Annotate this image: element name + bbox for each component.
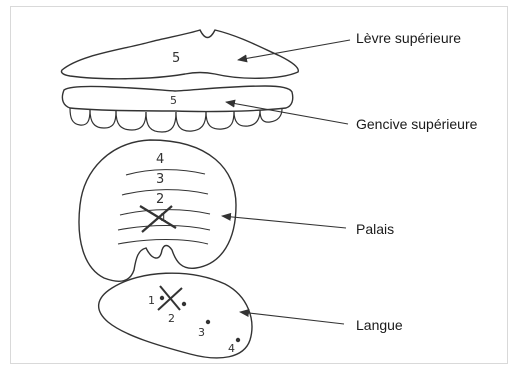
palate-number-2: 2 <box>156 192 164 207</box>
palate-number-3: 3 <box>156 172 164 187</box>
upper-gum-label: Gencive supérieure <box>356 116 477 132</box>
palate-number-1: 1 <box>160 211 167 224</box>
tongue-label: Langue <box>356 317 403 333</box>
tongue-arrow <box>240 312 344 324</box>
palate-arrow <box>222 216 346 228</box>
tongue-number-4: 4 <box>228 342 235 355</box>
gum-number: 5 <box>170 94 177 107</box>
lip-number: 5 <box>172 51 180 66</box>
tongue-number-3: 3 <box>198 326 205 339</box>
tongue-number-1: 1 <box>148 294 155 307</box>
upper-lip-label: Lèvre supérieure <box>356 30 461 46</box>
palate-number-4: 4 <box>156 152 164 167</box>
upper-gum-shape <box>62 86 292 132</box>
upper-gum-arrow <box>226 102 348 124</box>
tongue-number-2: 2 <box>168 312 175 325</box>
palate-label: Palais <box>356 221 394 237</box>
upper-lip-arrow <box>238 40 350 60</box>
